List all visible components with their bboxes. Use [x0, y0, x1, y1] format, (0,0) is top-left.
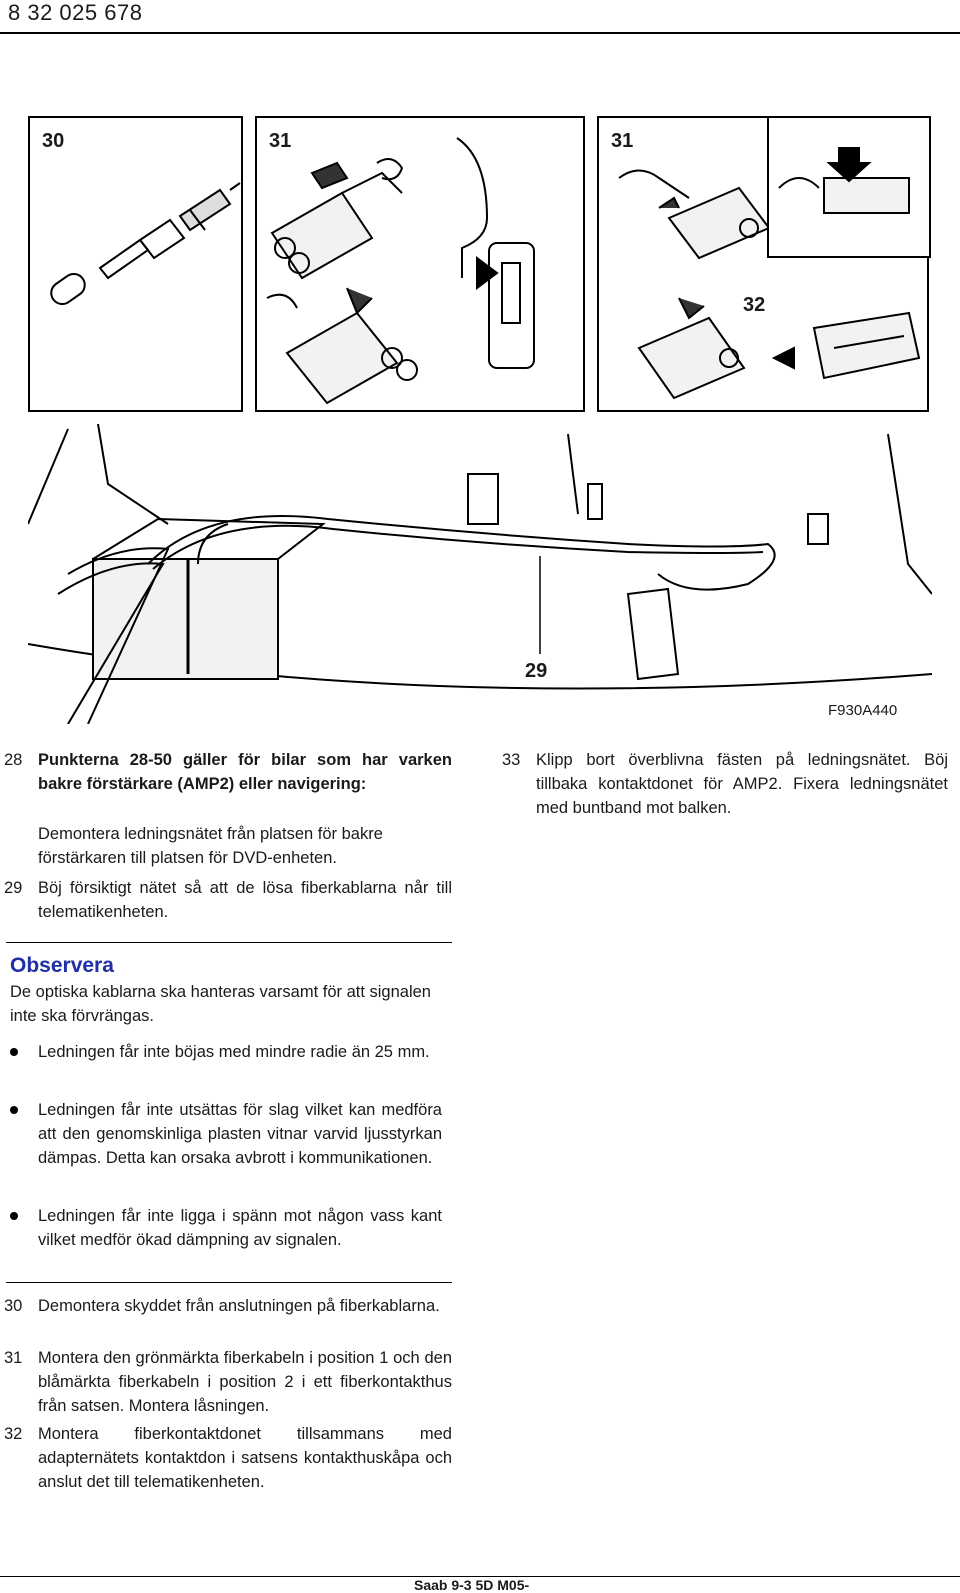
- step-31: 31 Montera den grönmärkta fiberkabeln i …: [4, 1346, 452, 1418]
- note-bullet: Ledningen får inte ligga i spänn mot någ…: [10, 1204, 442, 1252]
- bullet-dot: [10, 1048, 18, 1056]
- page-header: 8 32 025 678: [8, 0, 143, 25]
- harness-routing-illustration: [28, 424, 932, 724]
- note-top-rule: [6, 942, 452, 943]
- step-text: Demontera skyddet från anslutningen på f…: [38, 1297, 440, 1315]
- step-number: 33: [502, 751, 521, 769]
- step-text: Demontera ledningsnätet från platsen för…: [38, 825, 383, 867]
- note-bullet: Ledningen får inte utsättas för slag vil…: [10, 1098, 442, 1170]
- step-text: Montera den grönmärkta fiberkabeln i pos…: [38, 1349, 452, 1415]
- overview-drawing: 29 F930A440: [28, 424, 932, 724]
- step-number: 30: [4, 1297, 23, 1315]
- step-29: 29 Böj försiktigt nätet så att de lösa f…: [4, 876, 452, 924]
- step-text: Montera fiberkontaktdonet tillsammans me…: [38, 1425, 452, 1491]
- figure-code: F930A440: [828, 702, 898, 719]
- figure-panel-30: 30: [28, 116, 243, 412]
- lock-inset-illustration: [778, 147, 910, 214]
- footer-text: Saab 9-3 5D M05-: [414, 1577, 530, 1593]
- bullet-text: Ledningen får inte utsättas för slag vil…: [38, 1101, 442, 1167]
- footer-rule: [0, 1576, 960, 1577]
- panel-label-31-a: 31: [269, 130, 292, 152]
- step-number: 29: [4, 879, 23, 897]
- connector-assembly-illustration: [266, 137, 535, 405]
- bullet-dot: [10, 1212, 18, 1220]
- note-bottom-rule: [6, 1282, 452, 1283]
- panel-label-30: 30: [42, 130, 65, 152]
- fiber-connector-cap-illustration: [50, 182, 241, 306]
- step-number: 32: [4, 1425, 23, 1443]
- connector-to-telematics-illustration: [618, 169, 921, 400]
- step-number: 31: [4, 1349, 23, 1367]
- bullet-text: Ledningen får inte böjas med mindre radi…: [38, 1043, 430, 1061]
- step-28: 28 Punkterna 28-50 gäller för bilar som …: [4, 748, 452, 796]
- step-text: Klipp bort överblivna fästen på lednings…: [536, 751, 948, 817]
- note-title: Observera: [10, 954, 114, 977]
- panel-label-32: 32: [743, 294, 766, 316]
- figure-panel-31-b: 31 32: [597, 116, 931, 412]
- step-33: 33 Klipp bort överblivna fästen på ledni…: [502, 748, 948, 820]
- bullet-dot: [10, 1106, 18, 1114]
- note-intro: De optiska kablarna ska hanteras varsamt…: [10, 983, 431, 1025]
- step-30: 30 Demontera skyddet från anslutningen p…: [4, 1294, 452, 1318]
- step-text: Punkterna 28-50 gäller för bilar som har…: [38, 751, 452, 793]
- note-bullet: Ledningen får inte böjas med mindre radi…: [10, 1040, 442, 1064]
- overview-label-29: 29: [525, 660, 548, 682]
- step-number: 28: [4, 751, 23, 769]
- step-text: Böj försiktigt nätet så att de lösa fibe…: [38, 879, 452, 921]
- step-32: 32 Montera fiberkontaktdonet tillsammans…: [4, 1422, 452, 1494]
- figure-inset-lock: [767, 116, 931, 258]
- header-rule: [0, 32, 960, 34]
- bullet-text: Ledningen får inte ligga i spänn mot någ…: [38, 1207, 442, 1249]
- panel-label-31-b: 31: [611, 130, 634, 152]
- figure-panel-31-a: 31: [255, 116, 585, 412]
- step-28-detail: Demontera ledningsnätet från platsen för…: [4, 822, 452, 870]
